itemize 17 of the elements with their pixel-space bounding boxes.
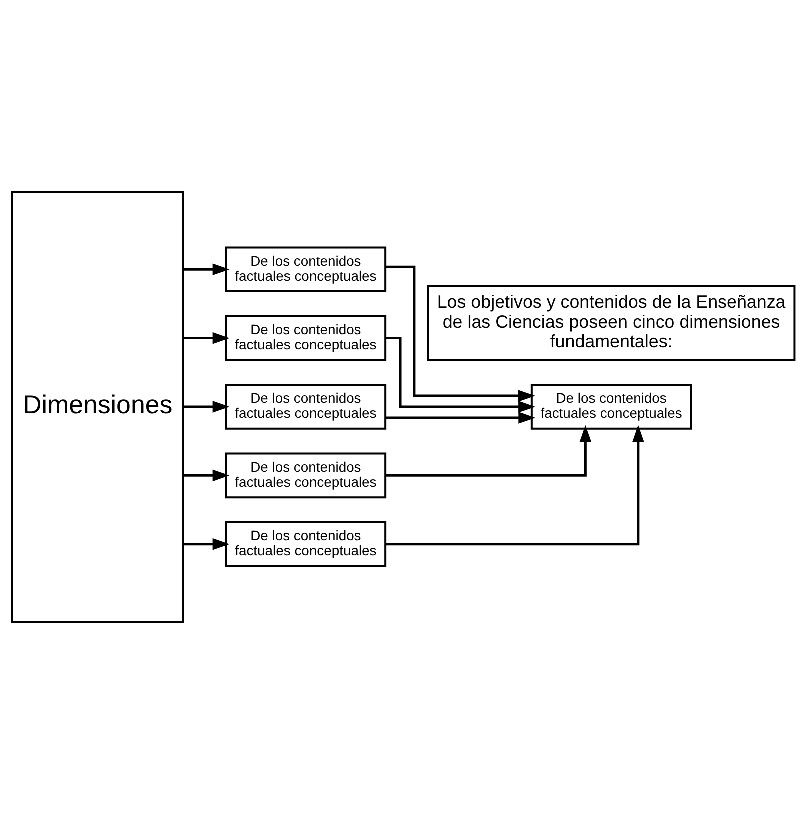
node-box: De los contenidos factuales conceptuales xyxy=(225,520,387,567)
arrow xyxy=(386,424,592,476)
arrow xyxy=(184,400,230,412)
node-box: Dimensiones xyxy=(11,190,184,623)
arrow xyxy=(386,412,536,424)
arrow xyxy=(386,265,536,402)
node-box: De los contenidos factuales conceptuales xyxy=(225,384,387,430)
node-box: Los objetivos y contenidos de la Enseñanza de las Ciencias poseen cinco dimensiones fundamentales: xyxy=(427,285,796,361)
node-box: De los contenidos factuales conceptuales xyxy=(225,452,387,498)
arrow xyxy=(184,332,230,344)
node-box: De los contenidos factuales conceptuales xyxy=(225,246,387,292)
arrow xyxy=(184,263,230,276)
node-box: De los contenidos factuales conceptuales xyxy=(530,384,692,430)
node-box: De los contenidos factuales conceptuales xyxy=(225,314,387,361)
arrow xyxy=(184,469,230,482)
arrow xyxy=(184,538,230,550)
arrow xyxy=(386,424,644,546)
